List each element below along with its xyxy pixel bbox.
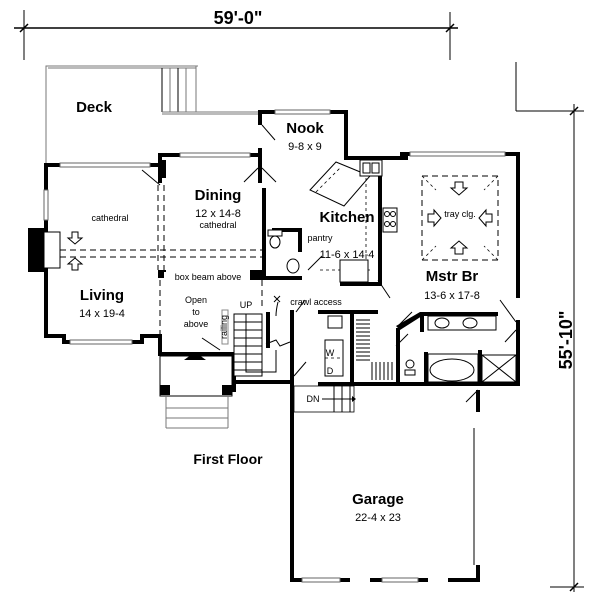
master-bedroom-label: Mstr Br (426, 268, 479, 285)
kitchen-label: Kitchen (319, 209, 374, 226)
railing-label: railing (219, 315, 229, 339)
kitchen-dims: 11-6 x 14-4 (320, 249, 375, 261)
garage-label: Garage (352, 491, 404, 508)
ceiling-arrow-up-icon (66, 257, 84, 271)
dining-label: Dining (195, 187, 242, 204)
exterior-walls (28, 110, 520, 582)
nook-dims: 9-8 x 9 (288, 141, 322, 153)
laundry (324, 315, 344, 377)
washer-label: W (326, 348, 335, 358)
tray-ceiling-note: tray clg. (444, 209, 476, 219)
open-to-above-line3: above (184, 319, 209, 329)
master-bath-fixtures (404, 315, 517, 383)
powder-room (267, 229, 323, 274)
closet-shelving (356, 319, 393, 380)
crawl-access-label: crawl access (290, 297, 342, 307)
dryer-label: D (327, 366, 334, 376)
depth-dimension-label: 55'-10" (556, 311, 576, 370)
floor-label: First Floor (193, 451, 263, 467)
windows (43, 109, 506, 583)
pantry-label: pantry (307, 233, 333, 243)
deck (45, 65, 262, 165)
stairs-down[interactable] (293, 385, 356, 413)
beam-lines (60, 185, 263, 350)
nook-label: Nook (286, 120, 324, 137)
stairs-down-label: DN (307, 394, 320, 404)
box-beam-label: box beam above (175, 272, 242, 282)
kitchen-counters (309, 159, 398, 283)
tray-arrow-down-icon (449, 181, 469, 196)
tray-arrow-up-icon (449, 240, 469, 255)
width-dimension (14, 10, 458, 60)
living-label: Living (80, 287, 124, 304)
stairs-up-label: UP (240, 300, 253, 310)
crawl-access-marker (273, 295, 281, 317)
dining-ceiling-note: cathedral (199, 220, 236, 230)
living-ceiling-note: cathedral (91, 213, 128, 223)
open-to-above-line1: Open (185, 295, 207, 305)
deck-label: Deck (76, 99, 113, 116)
entry-marker-icon (184, 352, 206, 360)
garage-dims: 22-4 x 23 (355, 512, 401, 524)
tray-arrow-left-icon (478, 208, 493, 228)
depth-dimension (515, 62, 584, 592)
tray-arrow-right-icon (427, 208, 442, 228)
open-to-above-line2: to (192, 307, 200, 317)
box-beam (164, 272, 248, 281)
dining-dims: 12 x 14-8 (195, 208, 241, 220)
width-dimension-label: 59'-0" (214, 8, 263, 28)
doors (141, 124, 517, 403)
stairs-up[interactable] (233, 313, 291, 377)
front-porch (159, 355, 233, 429)
master-bedroom-dims: 13-6 x 17-8 (424, 290, 480, 302)
living-dims: 14 x 19-4 (79, 308, 125, 320)
ceiling-arrow-down-icon (66, 231, 84, 245)
railing (221, 309, 229, 345)
